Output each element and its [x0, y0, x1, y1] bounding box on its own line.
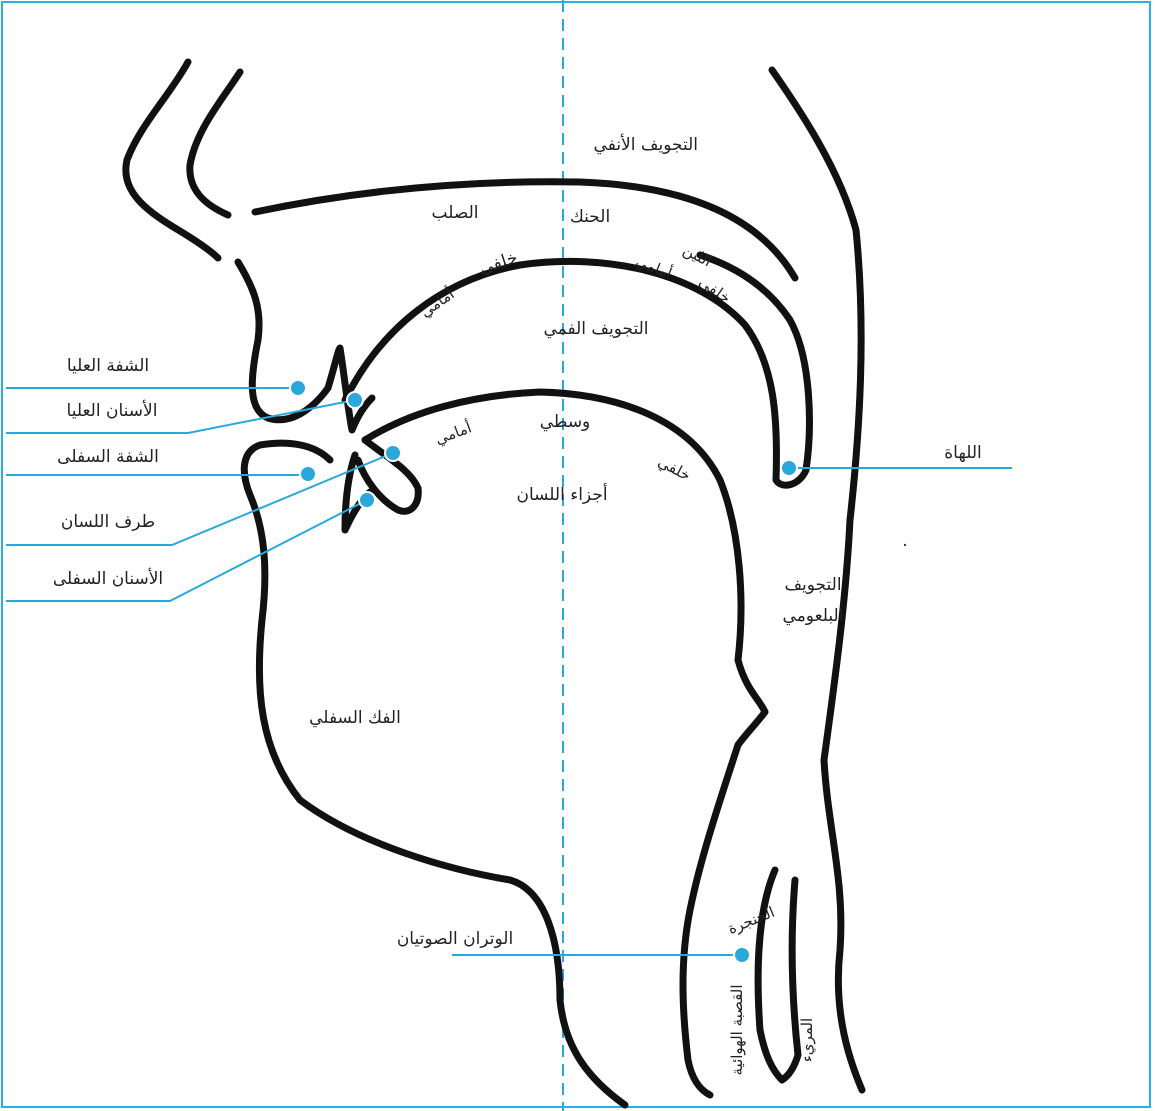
label-tongue-parts: أجزاء اللسان [516, 483, 607, 505]
callout-vocal-cords: الوتران الصوتيان [397, 929, 513, 949]
lower-lip-jaw [244, 443, 625, 1105]
label-larynx: الحنجرة [725, 903, 777, 938]
callout-lower-teeth: الأسنان السفلى [53, 568, 163, 589]
label-nasal-cavity: التجويف الأنفي [594, 134, 698, 155]
label-hard-back: خلفي [477, 248, 520, 279]
callout-upper-lip: الشفة العليا [67, 356, 149, 376]
label-tongue-back: خلفي [654, 453, 693, 486]
label-trachea: القصبة الهوائية [728, 985, 746, 1076]
label-soft-palate: اللين [680, 241, 715, 271]
upper-lip-outline [238, 262, 328, 420]
callout-lower-lip: الشفة السفلى [57, 447, 159, 467]
nose-outer [126, 62, 218, 258]
label-tongue-front: أمامي [432, 418, 474, 450]
callout-tongue-tip: طرف اللسان [61, 512, 155, 532]
dot-vocal-cords [734, 947, 750, 963]
callout-leaders [6, 380, 1012, 963]
label-esophagus: المريء [798, 1018, 817, 1062]
callout-upper-teeth: الأسنان العليا [67, 400, 158, 421]
label-pharyngeal-2: البلعومي [783, 606, 844, 626]
callout-uvula: اللهاة [944, 443, 981, 463]
dot-upper-teeth [347, 392, 363, 408]
esophagus-wall [758, 870, 798, 1080]
stray-dot: . [902, 531, 907, 551]
label-soft-front: أمامي [633, 251, 675, 284]
label-palate: الحنك [570, 207, 610, 227]
dot-uvula [781, 460, 797, 476]
dot-upper-lip [290, 380, 306, 396]
dot-lower-lip [300, 466, 316, 482]
label-hard-palate: الصلب [432, 203, 479, 223]
soft-palate [345, 261, 806, 485]
tongue-surface [365, 392, 765, 745]
label-lower-jaw: الفك السفلي [309, 708, 401, 728]
label-oral-cavity: التجويف الفمي [543, 319, 648, 339]
dot-tongue-tip [385, 445, 401, 461]
dot-lower-teeth [359, 492, 375, 508]
nose-inner [190, 72, 240, 215]
label-pharyngeal-1: التجويف [784, 575, 841, 595]
label-tongue-middle: وسطي [540, 412, 591, 432]
callout-labels: الشفة العليا الأسنان العليا الشفة السفلى… [53, 356, 982, 949]
